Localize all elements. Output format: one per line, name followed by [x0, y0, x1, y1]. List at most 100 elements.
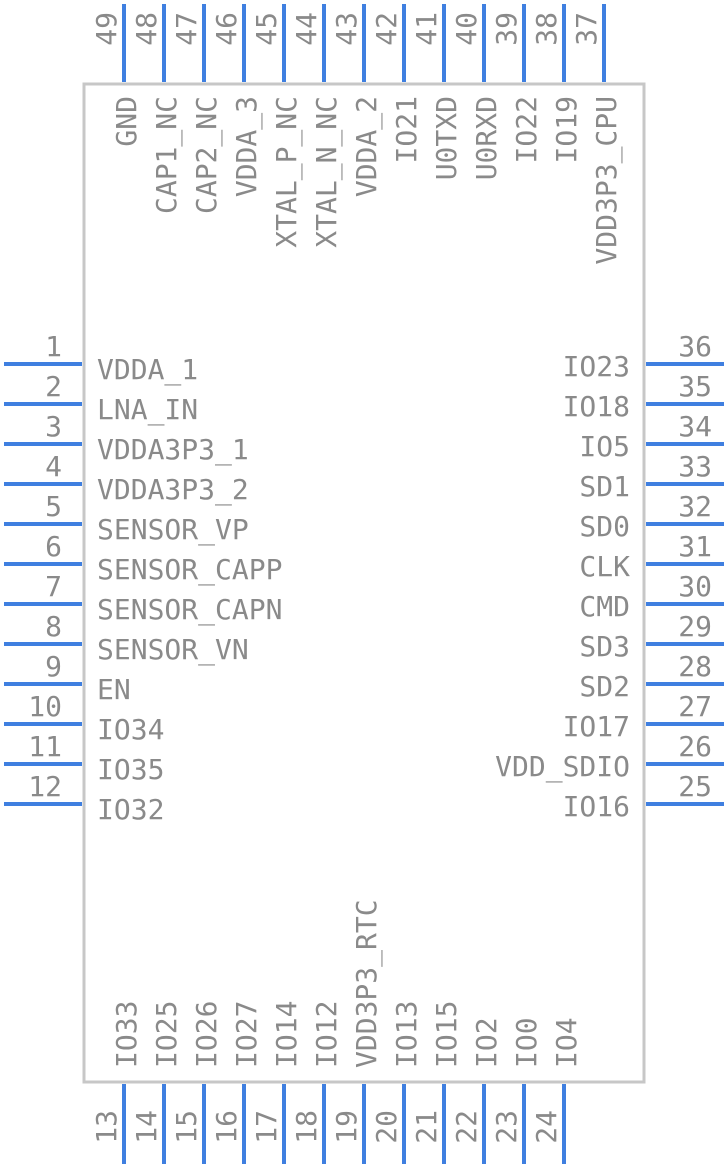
pin-label-49: GND	[110, 96, 143, 147]
pin-label-47: CAP2_NC	[190, 96, 224, 214]
pin-number-31: 31	[678, 530, 712, 563]
pin-number-28: 28	[678, 650, 712, 683]
pin-number-38: 38	[530, 12, 563, 46]
pin-number-37: 37	[570, 12, 603, 46]
pin-label-26: VDD_SDIO	[495, 750, 630, 784]
pin-number-29: 29	[678, 610, 712, 643]
pin-number-23: 23	[490, 1110, 523, 1144]
pin-number-39: 39	[490, 12, 523, 46]
pin-label-34: IO5	[579, 430, 630, 463]
pin-label-17: IO14	[270, 1001, 303, 1068]
pin-number-2: 2	[45, 370, 62, 403]
pin-number-22: 22	[450, 1110, 483, 1144]
pin-label-41: U0TXD	[430, 96, 463, 180]
pin-number-7: 7	[45, 570, 62, 603]
pin-label-45: XTAL_P_NC	[270, 96, 304, 248]
pin-number-21: 21	[410, 1110, 443, 1144]
pin-label-20: IO13	[390, 1001, 423, 1068]
pin-number-3: 3	[45, 410, 62, 443]
pin-label-27: IO17	[563, 710, 630, 743]
pin-number-17: 17	[250, 1110, 283, 1144]
pin-number-46: 46	[210, 12, 243, 46]
pin-number-18: 18	[290, 1110, 323, 1144]
pin-number-47: 47	[170, 12, 203, 46]
pin-label-4: VDDA3P3_2	[97, 473, 249, 507]
pin-number-19: 19	[330, 1110, 363, 1144]
pin-number-11: 11	[28, 730, 62, 763]
pin-number-16: 16	[210, 1110, 243, 1144]
pin-number-15: 15	[170, 1110, 203, 1144]
pin-number-40: 40	[450, 12, 483, 46]
pin-label-29: SD3	[579, 630, 630, 663]
pin-number-9: 9	[45, 650, 62, 683]
pin-label-25: IO16	[563, 790, 630, 823]
pin-label-28: SD2	[579, 670, 630, 703]
pin-number-26: 26	[678, 730, 712, 763]
pin-number-32: 32	[678, 490, 712, 523]
pin-number-27: 27	[678, 690, 712, 723]
ic-body	[82, 82, 646, 1084]
pin-label-35: IO18	[563, 390, 630, 423]
pin-number-4: 4	[45, 450, 62, 483]
pin-number-8: 8	[45, 610, 62, 643]
pin-number-33: 33	[678, 450, 712, 483]
pin-label-11: IO35	[97, 753, 164, 786]
pin-label-10: IO34	[97, 713, 164, 746]
pin-label-7: SENSOR_CAPN	[97, 593, 282, 627]
pin-label-8: SENSOR_VN	[97, 633, 249, 667]
pin-number-36: 36	[678, 330, 712, 363]
pin-label-23: IO0	[510, 1017, 543, 1068]
pin-label-37: VDD3P3_CPU	[590, 96, 624, 265]
pin-label-9: EN	[97, 673, 131, 706]
pin-label-43: VDDA_2	[350, 96, 384, 197]
pin-number-6: 6	[45, 530, 62, 563]
pin-number-24: 24	[530, 1110, 563, 1144]
pin-label-13: IO33	[110, 1001, 143, 1068]
pin-number-41: 41	[410, 12, 443, 46]
pin-number-1: 1	[45, 330, 62, 363]
pin-label-46: VDDA_3	[230, 96, 264, 197]
pin-number-49: 49	[90, 12, 123, 46]
pin-number-34: 34	[678, 410, 712, 443]
pin-label-12: IO32	[97, 793, 164, 826]
pin-number-14: 14	[130, 1110, 163, 1144]
pin-label-15: IO26	[190, 1001, 223, 1068]
pin-label-1: VDDA_1	[97, 353, 198, 387]
pin-label-39: IO22	[510, 96, 543, 163]
pin-label-21: IO15	[430, 1001, 463, 1068]
pin-label-31: CLK	[579, 550, 630, 583]
pin-label-16: IO27	[230, 1001, 263, 1068]
pin-number-20: 20	[370, 1110, 403, 1144]
pin-label-40: U0RXD	[470, 96, 503, 180]
pin-label-2: LNA_IN	[97, 393, 198, 427]
pin-number-12: 12	[28, 770, 62, 803]
pin-number-43: 43	[330, 12, 363, 46]
pin-label-33: SD1	[579, 470, 630, 503]
pin-number-35: 35	[678, 370, 712, 403]
pin-label-6: SENSOR_CAPP	[97, 553, 282, 587]
pin-label-30: CMD	[579, 590, 630, 623]
pin-label-19: VDD3P3_RTC	[350, 899, 384, 1068]
pin-number-48: 48	[130, 12, 163, 46]
pin-number-5: 5	[45, 490, 62, 523]
pin-label-5: SENSOR_VP	[97, 513, 249, 547]
pin-label-42: IO21	[390, 96, 423, 163]
pin-label-38: IO19	[550, 96, 583, 163]
pin-label-22: IO2	[470, 1017, 503, 1068]
pin-label-32: SD0	[579, 510, 630, 543]
pin-label-44: XTAL_N_NC	[310, 96, 344, 248]
pin-number-10: 10	[28, 690, 62, 723]
pin-number-42: 42	[370, 12, 403, 46]
pin-number-45: 45	[250, 12, 283, 46]
pin-label-3: VDDA3P3_1	[97, 433, 249, 467]
pin-label-36: IO23	[563, 350, 630, 383]
pin-number-13: 13	[90, 1110, 123, 1144]
pin-label-18: IO12	[310, 1001, 343, 1068]
pin-number-30: 30	[678, 570, 712, 603]
pin-label-48: CAP1_NC	[150, 96, 184, 214]
pin-number-25: 25	[678, 770, 712, 803]
pin-number-44: 44	[290, 12, 323, 46]
pin-label-14: IO25	[150, 1001, 183, 1068]
